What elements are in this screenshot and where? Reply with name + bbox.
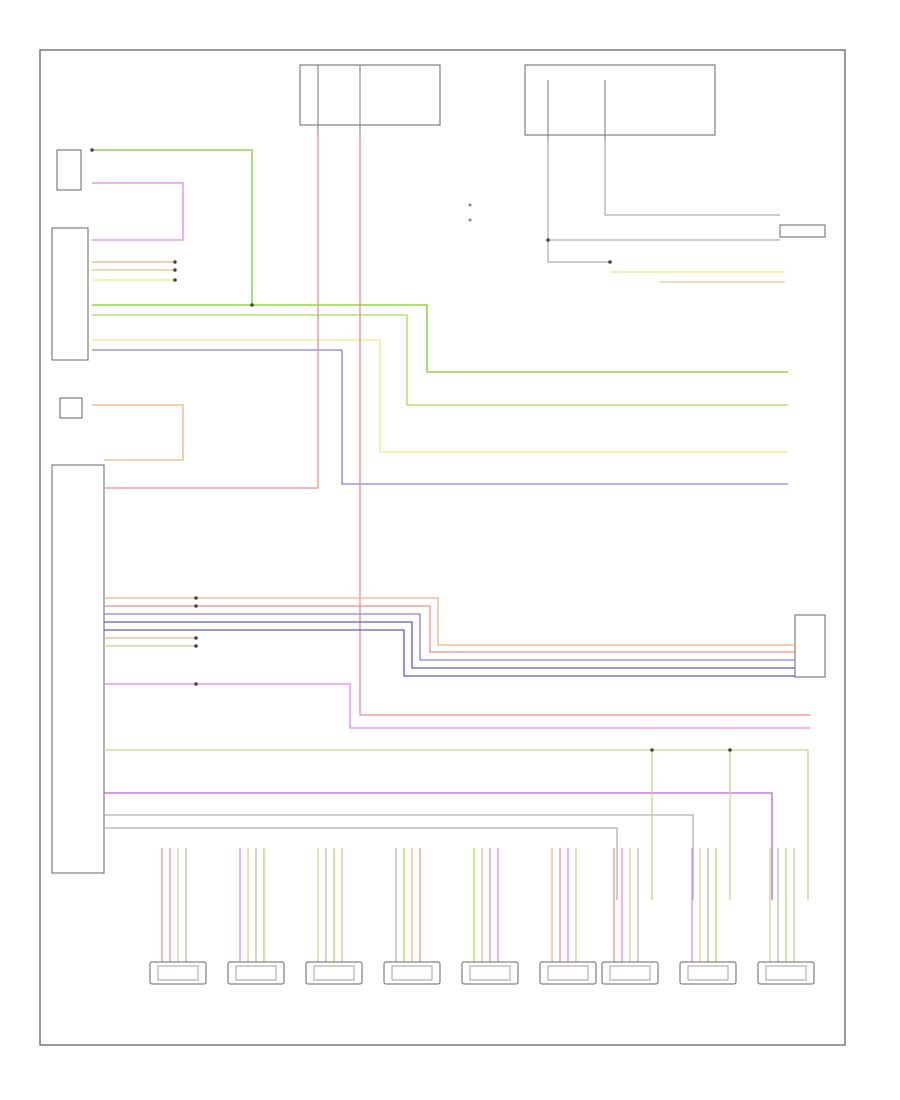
- wire-orange-mid: [92, 404, 184, 461]
- wire-blue-bus-2: [104, 621, 795, 669]
- mid-left-connector: [59, 397, 83, 419]
- sensor-box-inner: [313, 965, 355, 981]
- junction-dot-9: [194, 644, 198, 648]
- diagram-frame: [39, 49, 846, 1046]
- sensor-box-s7: [601, 961, 659, 985]
- upper-left-connector: [56, 149, 82, 191]
- sensor-box-inner: [235, 965, 277, 981]
- sensor-box-s5: [461, 961, 519, 985]
- fuse-block-left: [299, 64, 441, 126]
- junction-dot-13: [546, 238, 550, 242]
- wire-blue-bus-1: [104, 613, 795, 661]
- wire-gray-long-1: [104, 814, 694, 900]
- junction-dot-7: [194, 604, 198, 608]
- wire-gray-long-2: [104, 827, 618, 900]
- sensor-box-inner: [547, 965, 589, 981]
- sensor-box-inner: [157, 965, 199, 981]
- sensor-box-s6: [539, 961, 597, 985]
- fuse-block-right: [524, 64, 716, 136]
- junction-dot-3: [173, 260, 177, 264]
- wire-tan-long: [104, 749, 809, 900]
- sensor-box-inner: [609, 965, 651, 981]
- junction-dot-14: [608, 260, 612, 264]
- junction-dot-5: [173, 278, 177, 282]
- upper-control-module: [51, 227, 89, 361]
- junction-dot-8: [194, 636, 198, 640]
- sensor-box-inner: [391, 965, 433, 981]
- sensor-box-s1: [149, 961, 207, 985]
- wire-red-bus: [104, 605, 795, 653]
- sensor-box-inner: [469, 965, 511, 981]
- sensor-box-s3: [305, 961, 363, 985]
- wire-red-feed-1: [104, 135, 319, 489]
- wire-blue-bus-3: [104, 629, 795, 677]
- junction-dot-6: [194, 596, 198, 600]
- wire-red-feed-2: [359, 135, 810, 716]
- wire-purple-long: [104, 792, 773, 900]
- wire-gray-right-2: [604, 140, 780, 216]
- wire-orange-bus: [104, 597, 795, 646]
- sensor-box-s2: [227, 961, 285, 985]
- wire-lightgreen: [92, 314, 788, 406]
- wire-pink-long: [104, 683, 810, 729]
- junction-group: [90, 148, 732, 752]
- wire-green-top: [92, 149, 253, 305]
- sensor-box-s8: [679, 961, 737, 985]
- sensor-group: [149, 848, 815, 985]
- wire-blue-upper: [92, 349, 788, 485]
- wire-yellow: [92, 339, 788, 453]
- wire-pink-top: [92, 182, 184, 241]
- junction-dot-2: [250, 303, 254, 307]
- junction-dot-1: [90, 148, 94, 152]
- junction-dot-4: [173, 268, 177, 272]
- sensor-box-s9: [757, 961, 815, 985]
- sensor-box-inner: [687, 965, 729, 981]
- sensor-box-s4: [383, 961, 441, 985]
- wire-group: [92, 135, 810, 900]
- junction-dot-10: [194, 682, 198, 686]
- main-control-module: [51, 464, 105, 874]
- right-connector-upper: [794, 614, 826, 678]
- wire-green-main: [92, 304, 788, 373]
- legend-dot-2: [468, 218, 472, 222]
- sensor-box-inner: [765, 965, 807, 981]
- junction-dot-12: [728, 748, 732, 752]
- legend-dot-1: [468, 203, 472, 207]
- wire-gray-right-1: [547, 140, 610, 263]
- right-connector-top: [779, 224, 826, 238]
- junction-dot-11: [650, 748, 654, 752]
